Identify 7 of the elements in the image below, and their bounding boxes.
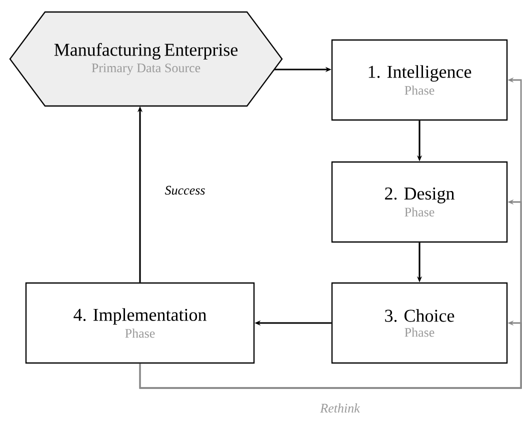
edge-label: Rethink xyxy=(319,402,361,414)
phase-box: 2. Design Phase xyxy=(331,161,508,243)
hexagon-node: Manufacturing Enterprise Primary Data Source xyxy=(9,11,283,107)
phase-box: 1. Intelligence Phase xyxy=(331,39,508,121)
phase-box: 3. Choice Phase xyxy=(331,282,508,364)
phase-box: 4. Implementation Phase xyxy=(25,282,255,364)
edge-label: Success xyxy=(164,184,206,196)
